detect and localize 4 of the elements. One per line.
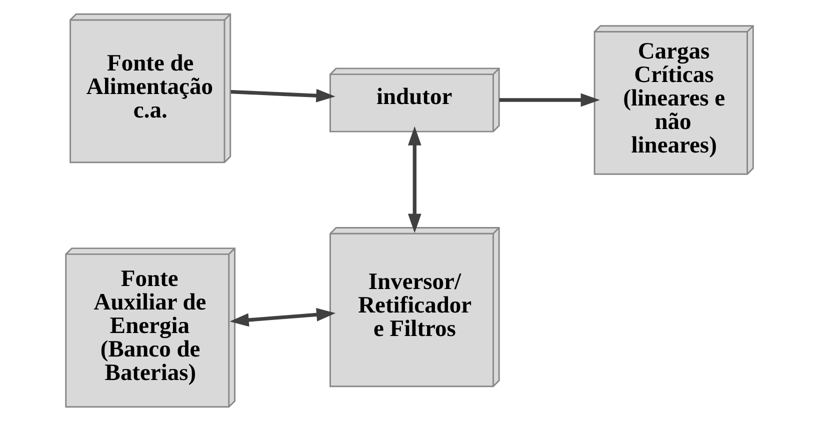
arrow (229, 308, 336, 327)
arrow (230, 88, 335, 102)
arrow (407, 126, 421, 233)
arrow (498, 93, 600, 107)
